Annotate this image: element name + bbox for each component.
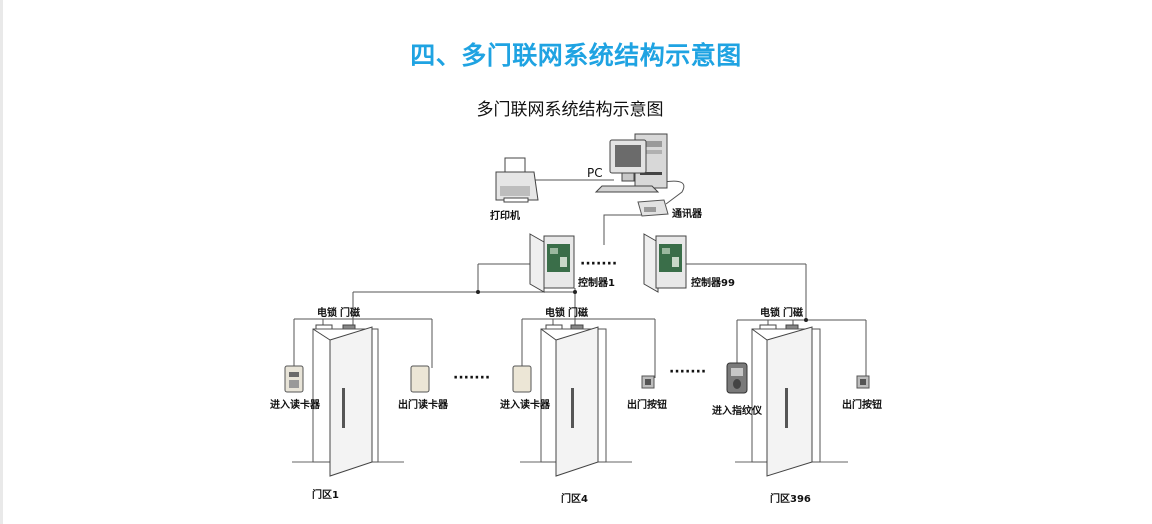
- entry-reader-label: 进入指纹仪: [712, 404, 763, 417]
- controller-1-icon: [529, 233, 575, 293]
- section-title: 四、多门联网系统结构示意图: [410, 41, 742, 70]
- door-sensor-icon: [570, 324, 584, 330]
- door-group-1: 电锁 门磁 进入读卡器 出门读卡器 门区1: [270, 306, 449, 501]
- electric-lock-icon: [545, 324, 563, 330]
- communicator-label: 通讯器: [672, 207, 703, 220]
- printer-label: 打印机: [490, 209, 520, 222]
- controller-99-label: 控制器99: [691, 276, 735, 289]
- pc-label: PC: [587, 166, 603, 180]
- lock-label: 电锁: [545, 306, 565, 319]
- zone-label: 门区4: [561, 492, 588, 505]
- connection-lines: [293, 179, 867, 378]
- door-handle-icon: [785, 388, 788, 428]
- door-ellipsis-2: ·······: [669, 364, 706, 380]
- communicator-icon: [637, 199, 669, 217]
- door-sensor-icon: [785, 324, 799, 330]
- door-handle-icon: [571, 388, 574, 428]
- door-icon: [555, 326, 599, 477]
- junction-dots: [476, 290, 808, 322]
- door-icon: [766, 326, 813, 477]
- door-group-396: 电锁 门磁 进入指纹仪 出门按钮 门区396: [712, 306, 882, 505]
- door-ellipsis-1: ·······: [453, 370, 490, 386]
- door-sensor-label: 门磁: [340, 306, 360, 319]
- printer-icon: [495, 157, 539, 203]
- entry-reader-label: 进入读卡器: [270, 398, 321, 411]
- lock-label: 电锁: [760, 306, 780, 319]
- pc-computer-icon: [594, 133, 668, 193]
- lock-label: 电锁: [317, 306, 337, 319]
- electric-lock-icon: [315, 324, 333, 330]
- door-sensor-icon: [342, 324, 356, 330]
- controller-ellipsis: ·······: [580, 256, 617, 272]
- door-icon: [329, 326, 373, 477]
- entry-reader-label: 进入读卡器: [500, 398, 551, 411]
- left-border: [0, 0, 3, 524]
- exit-button-label: 出门按钮: [842, 398, 882, 411]
- controller-99-icon: [643, 233, 687, 293]
- door-sensor-label: 门磁: [783, 306, 803, 319]
- electric-lock-icon: [759, 324, 777, 330]
- exit-reader-label: 出门读卡器: [398, 398, 449, 411]
- entry-card-reader-keypad-icon: [284, 365, 304, 393]
- exit-card-reader-icon: [410, 365, 430, 393]
- door-handle-icon: [342, 388, 345, 428]
- zone-label: 门区396: [770, 492, 811, 505]
- exit-button-label: 出门按钮: [627, 398, 667, 411]
- zone-label: 门区1: [312, 488, 339, 501]
- diagram-title: 多门联网系统结构示意图: [477, 100, 664, 120]
- door-sensor-label: 门磁: [568, 306, 588, 319]
- entry-card-reader-icon: [512, 365, 532, 393]
- door-group-4: 电锁 门磁 进入读卡器 出门按钮 门区4: [500, 306, 667, 505]
- controller-1-label: 控制器1: [578, 276, 615, 289]
